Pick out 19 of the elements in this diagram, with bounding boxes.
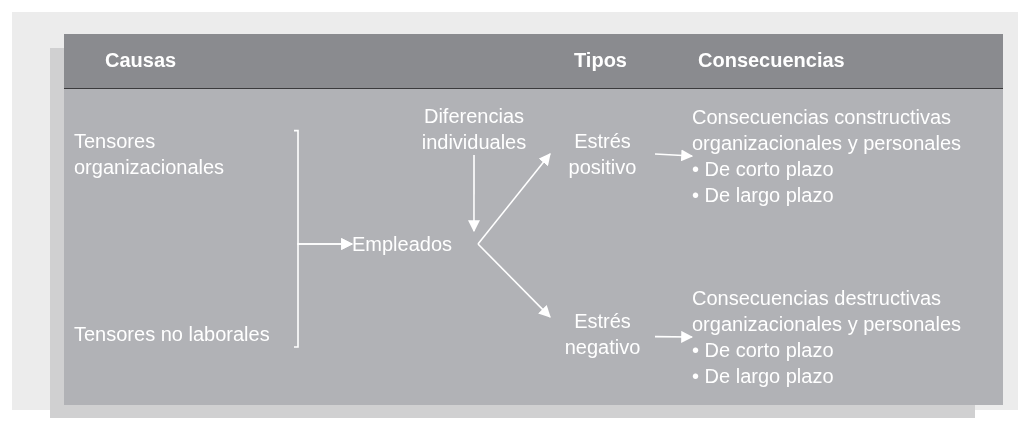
consequence-heading: Consecuencias constructivas organizacionales y personales bbox=[692, 105, 963, 156]
arrow bbox=[467, 154, 480, 233]
arrow bbox=[654, 149, 694, 162]
column-header: Causas bbox=[105, 48, 177, 72]
node-text: Tensores organizacionales bbox=[74, 130, 225, 178]
node-text: Empleados bbox=[352, 231, 478, 257]
consequence-heading: Consecuencias destructivas organizacionales y personales bbox=[692, 286, 963, 337]
column-header: Consecuencias bbox=[698, 48, 845, 72]
arrow bbox=[477, 153, 551, 245]
node-text: Tensores no laborales bbox=[74, 321, 294, 347]
arrow bbox=[293, 238, 354, 348]
arrow bbox=[654, 330, 694, 343]
arrow bbox=[477, 243, 551, 318]
bullet-item: • De largo plazo bbox=[692, 364, 835, 389]
bullet-item: • De corto plazo bbox=[692, 157, 835, 182]
bullet-item: • De largo plazo bbox=[692, 183, 835, 208]
bullet-item: • De corto plazo bbox=[692, 338, 835, 363]
node-text: Estrés negativo bbox=[550, 308, 655, 360]
column-header: Tipos bbox=[574, 48, 627, 72]
